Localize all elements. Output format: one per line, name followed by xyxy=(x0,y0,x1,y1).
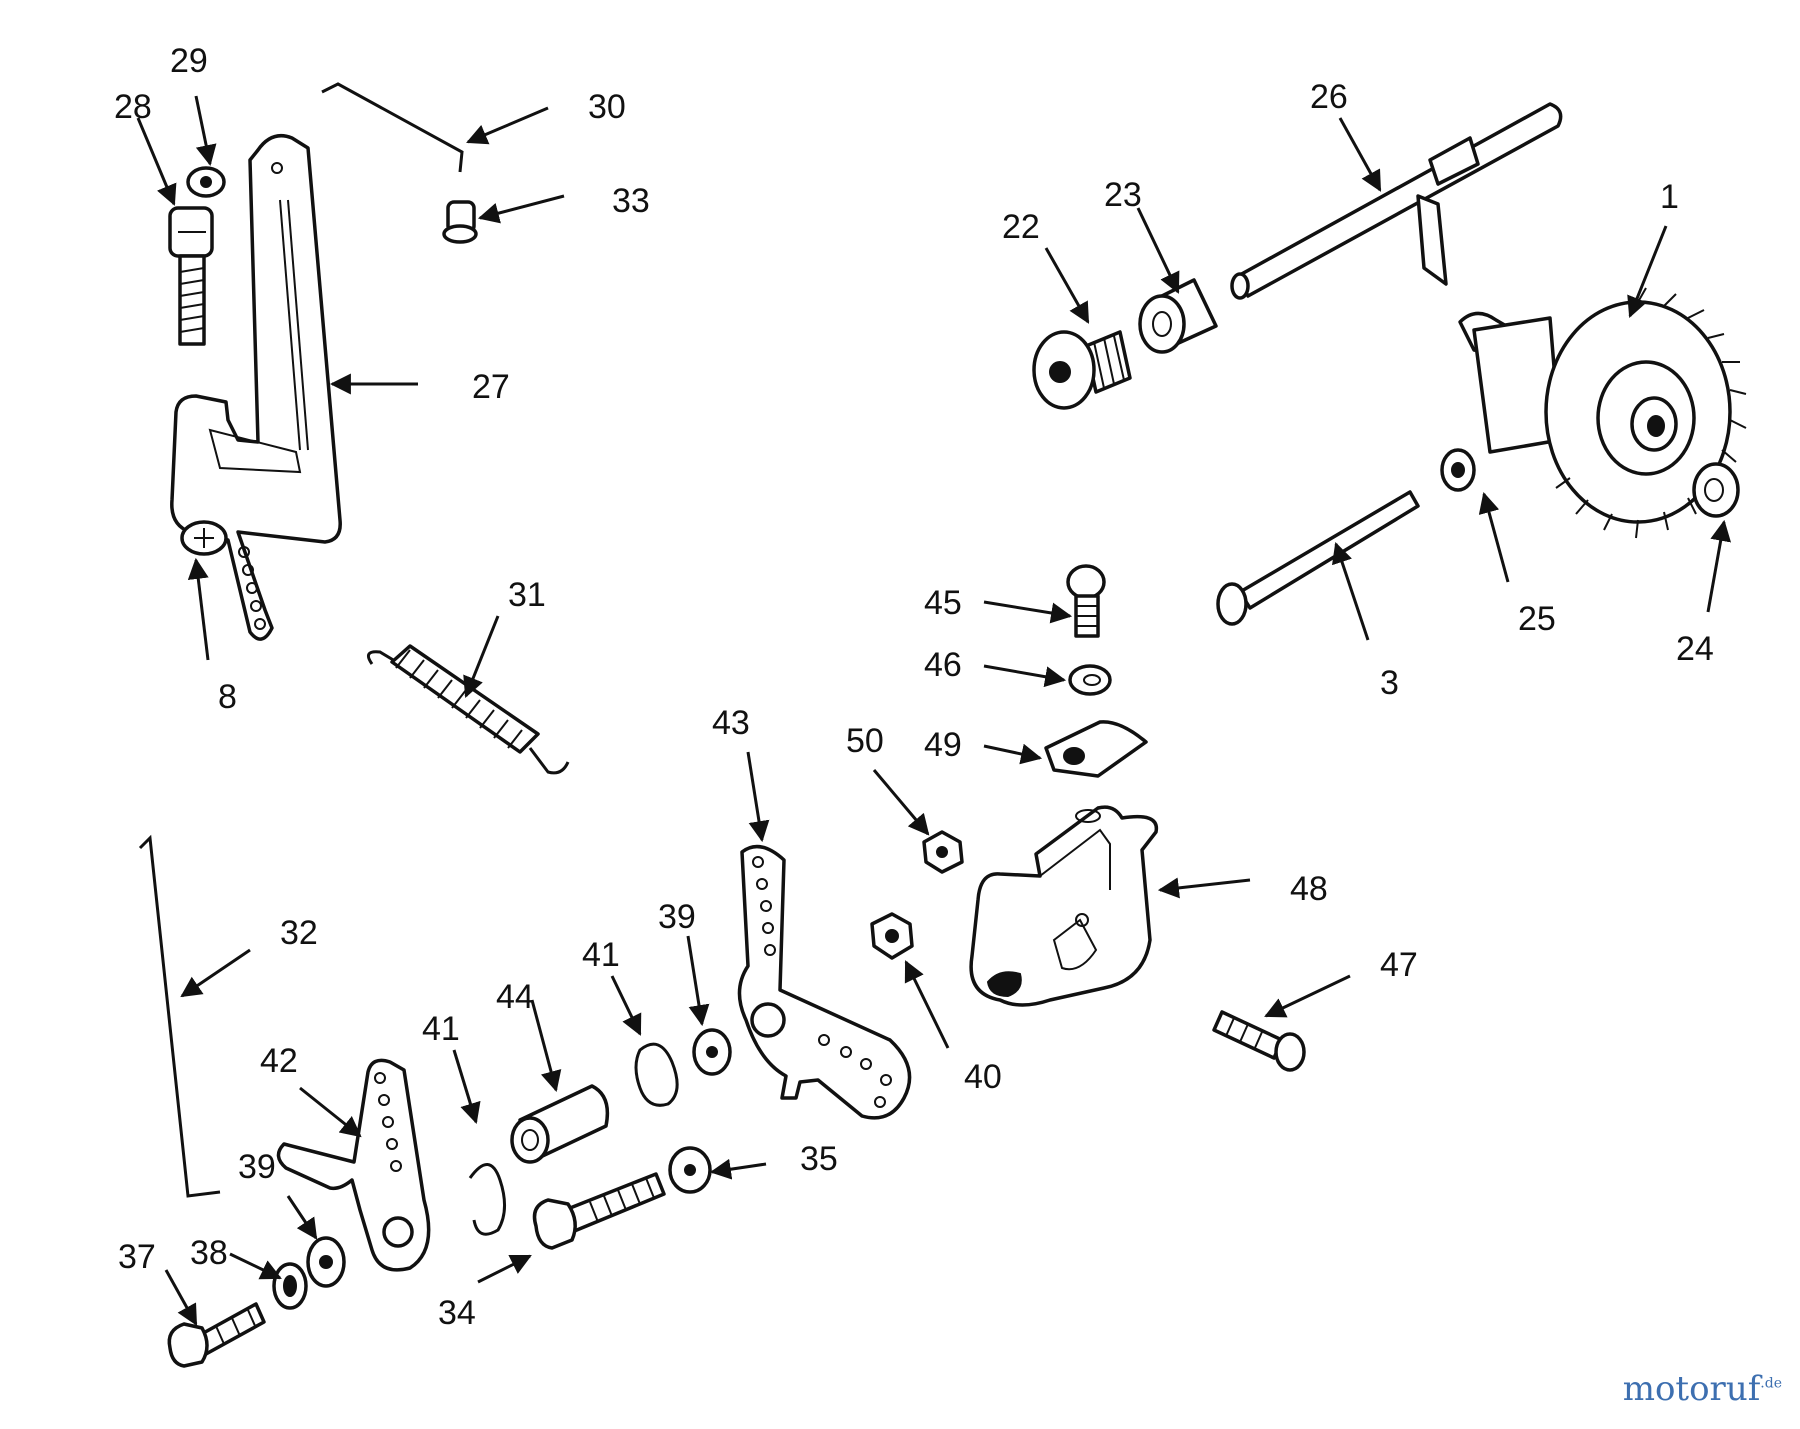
label-part-39-lower: 39 xyxy=(238,1148,276,1186)
link-rod-part-30 xyxy=(321,82,464,173)
label-part-49: 49 xyxy=(924,726,962,764)
spring-part-31 xyxy=(366,644,570,775)
washer-part-25 xyxy=(1440,448,1476,492)
lever-plate-part-42 xyxy=(276,1058,431,1272)
washer-part-46 xyxy=(1068,664,1112,696)
rod-part-32 xyxy=(138,834,221,1198)
clip-part-41b xyxy=(634,1042,679,1107)
nut-part-38 xyxy=(272,1262,308,1310)
label-part-3: 3 xyxy=(1380,664,1399,702)
label-part-24: 24 xyxy=(1676,630,1714,668)
label-part-43: 43 xyxy=(712,704,750,742)
bolt-part-47 xyxy=(1212,1010,1306,1072)
label-part-45: 45 xyxy=(924,584,962,622)
nut-part-8 xyxy=(180,520,228,556)
label-part-42: 42 xyxy=(260,1042,298,1080)
label-part-46: 46 xyxy=(924,646,962,684)
label-part-33: 33 xyxy=(612,182,650,220)
governor-gear-part-1 xyxy=(1458,287,1747,539)
watermark-logo: motoruf.de xyxy=(1623,1369,1782,1409)
bolt-part-34 xyxy=(532,1172,666,1250)
shaft-part-26 xyxy=(1230,102,1563,300)
label-part-41-lower: 41 xyxy=(422,1010,460,1048)
label-part-48: 48 xyxy=(1290,870,1328,908)
clip-part-49 xyxy=(1044,720,1148,778)
clip-part-41a xyxy=(468,1163,506,1236)
label-part-32: 32 xyxy=(280,914,318,952)
bracket-part-48 xyxy=(969,805,1159,1007)
bolt-part-28 xyxy=(168,206,214,346)
label-part-1: 1 xyxy=(1660,178,1679,216)
label-part-34: 34 xyxy=(438,1294,476,1332)
bushing-part-44 xyxy=(510,1084,610,1164)
washer-part-39b xyxy=(306,1236,346,1288)
label-part-26: 26 xyxy=(1310,78,1348,116)
label-part-50: 50 xyxy=(846,722,884,760)
screw-part-45 xyxy=(1066,564,1106,638)
washer-part-24 xyxy=(1692,462,1740,518)
watermark-brand: motoruf xyxy=(1622,1369,1761,1409)
bolt-part-37 xyxy=(167,1302,266,1368)
label-part-40: 40 xyxy=(964,1058,1002,1096)
label-part-39-upper: 39 xyxy=(658,898,696,936)
washer-part-39a xyxy=(692,1028,732,1076)
part-number-labels: 1 3 8 22 23 24 25 26 27 28 29 30 31 32 3… xyxy=(114,42,1714,1332)
label-part-35: 35 xyxy=(800,1140,838,1178)
label-part-27: 27 xyxy=(472,368,510,406)
label-part-30: 30 xyxy=(588,88,626,126)
label-part-31: 31 xyxy=(508,576,546,614)
label-part-23: 23 xyxy=(1104,176,1142,214)
label-part-41-upper: 41 xyxy=(582,936,620,974)
label-part-8: 8 xyxy=(218,678,237,716)
watermark-tld: .de xyxy=(1760,1375,1782,1392)
nut-part-40 xyxy=(870,912,914,960)
label-part-29: 29 xyxy=(170,42,208,80)
lever-part-27 xyxy=(170,134,342,641)
label-part-22: 22 xyxy=(1002,208,1040,246)
lever-plate-part-43 xyxy=(737,844,912,1120)
label-part-28: 28 xyxy=(114,88,152,126)
leader-arrows xyxy=(136,95,1732,1326)
label-part-47: 47 xyxy=(1380,946,1418,984)
swivel-part-33 xyxy=(442,200,478,244)
washer-part-35 xyxy=(668,1146,712,1194)
label-part-38: 38 xyxy=(190,1234,228,1272)
nut-part-50 xyxy=(922,830,964,874)
pin-part-3 xyxy=(1216,490,1420,626)
label-part-25: 25 xyxy=(1518,600,1556,638)
label-part-44: 44 xyxy=(496,978,534,1016)
fitting-part-22 xyxy=(1032,330,1132,410)
label-part-37: 37 xyxy=(118,1238,156,1276)
nut-part-29 xyxy=(186,166,226,198)
